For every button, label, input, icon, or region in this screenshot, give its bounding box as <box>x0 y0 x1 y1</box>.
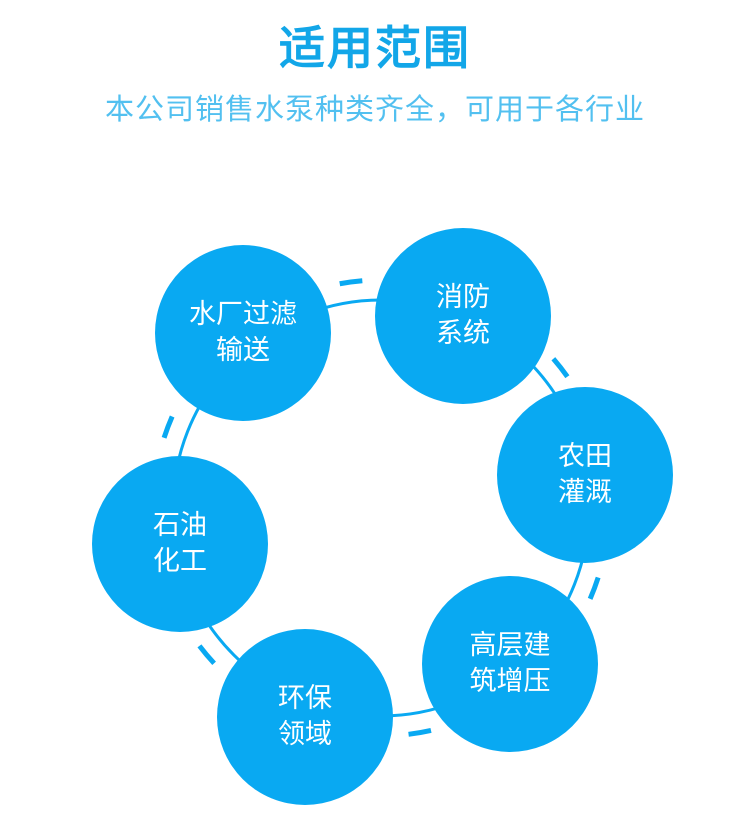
bubble-label: 高层建筑增压 <box>469 630 551 697</box>
bubble-label: 农田灌溉 <box>558 441 612 508</box>
application-fire-protection: 消防系统 <box>375 228 551 404</box>
outer-dash <box>551 357 570 379</box>
outer-dash <box>339 278 363 287</box>
outer-dash <box>161 415 175 439</box>
application-irrigation: 农田灌溉 <box>497 387 673 563</box>
outer-dash <box>587 576 601 600</box>
application-high-rise: 高层建筑增压 <box>422 576 598 752</box>
application-environmental: 环保领域 <box>217 629 393 805</box>
application-petrochemical: 石油化工 <box>92 456 268 632</box>
page-title: 适用范围 <box>279 21 471 75</box>
outer-dash <box>197 644 216 666</box>
outer-dash <box>408 728 432 737</box>
page-subtitle: 本公司销售水泵种类齐全，可用于各行业 <box>104 92 645 126</box>
bubble-label: 石油化工 <box>153 510 207 577</box>
bubble-label: 水厂过滤输送 <box>189 299 297 366</box>
bubble-label: 环保领域 <box>278 683 332 750</box>
bubble-label: 消防系统 <box>436 282 490 349</box>
application-water-plant: 水厂过滤输送 <box>155 245 331 421</box>
